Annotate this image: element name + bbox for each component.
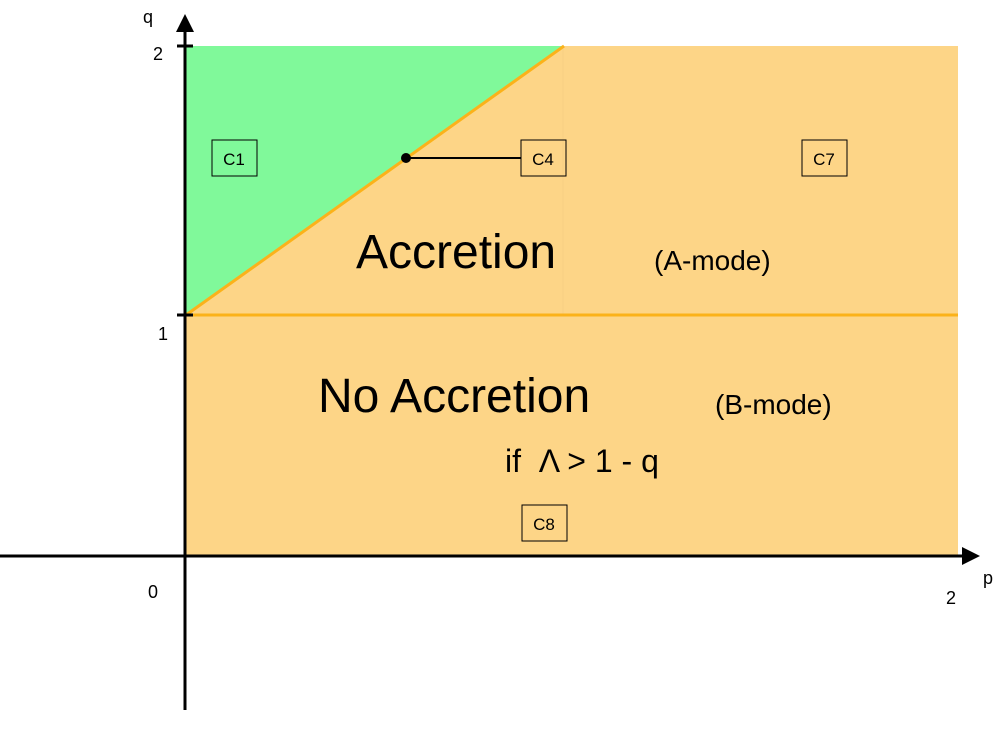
region-label-c8: C8 <box>521 504 568 542</box>
x-axis-label: p <box>983 568 993 588</box>
y-tick-1-label: 1 <box>158 324 168 344</box>
y-tick-2-label: 2 <box>153 44 163 64</box>
y-axis-label: q <box>143 7 153 27</box>
accretion-mode: (A-mode) <box>654 245 771 276</box>
svg-text:C4: C4 <box>532 150 554 169</box>
svg-text:C8: C8 <box>533 515 555 534</box>
x-tick-2-label: 2 <box>946 588 956 608</box>
c4-pointer-dot <box>401 153 411 163</box>
x-axis-arrow-icon <box>962 547 980 565</box>
no-accretion-condition: if Λ > 1 - q <box>505 443 659 479</box>
y-axis-arrow-icon <box>176 14 194 32</box>
no-accretion-title: No Accretion <box>318 370 590 423</box>
accretion-title: Accretion <box>356 226 556 279</box>
diagonal-boundary <box>185 44 565 317</box>
origin-label: 0 <box>148 582 158 602</box>
region-label-c1: C1 <box>211 139 258 177</box>
no-accretion-mode: (B-mode) <box>715 389 832 420</box>
region-label-c7: C7 <box>801 139 848 177</box>
svg-text:C7: C7 <box>813 150 835 169</box>
svg-text:C1: C1 <box>223 150 245 169</box>
